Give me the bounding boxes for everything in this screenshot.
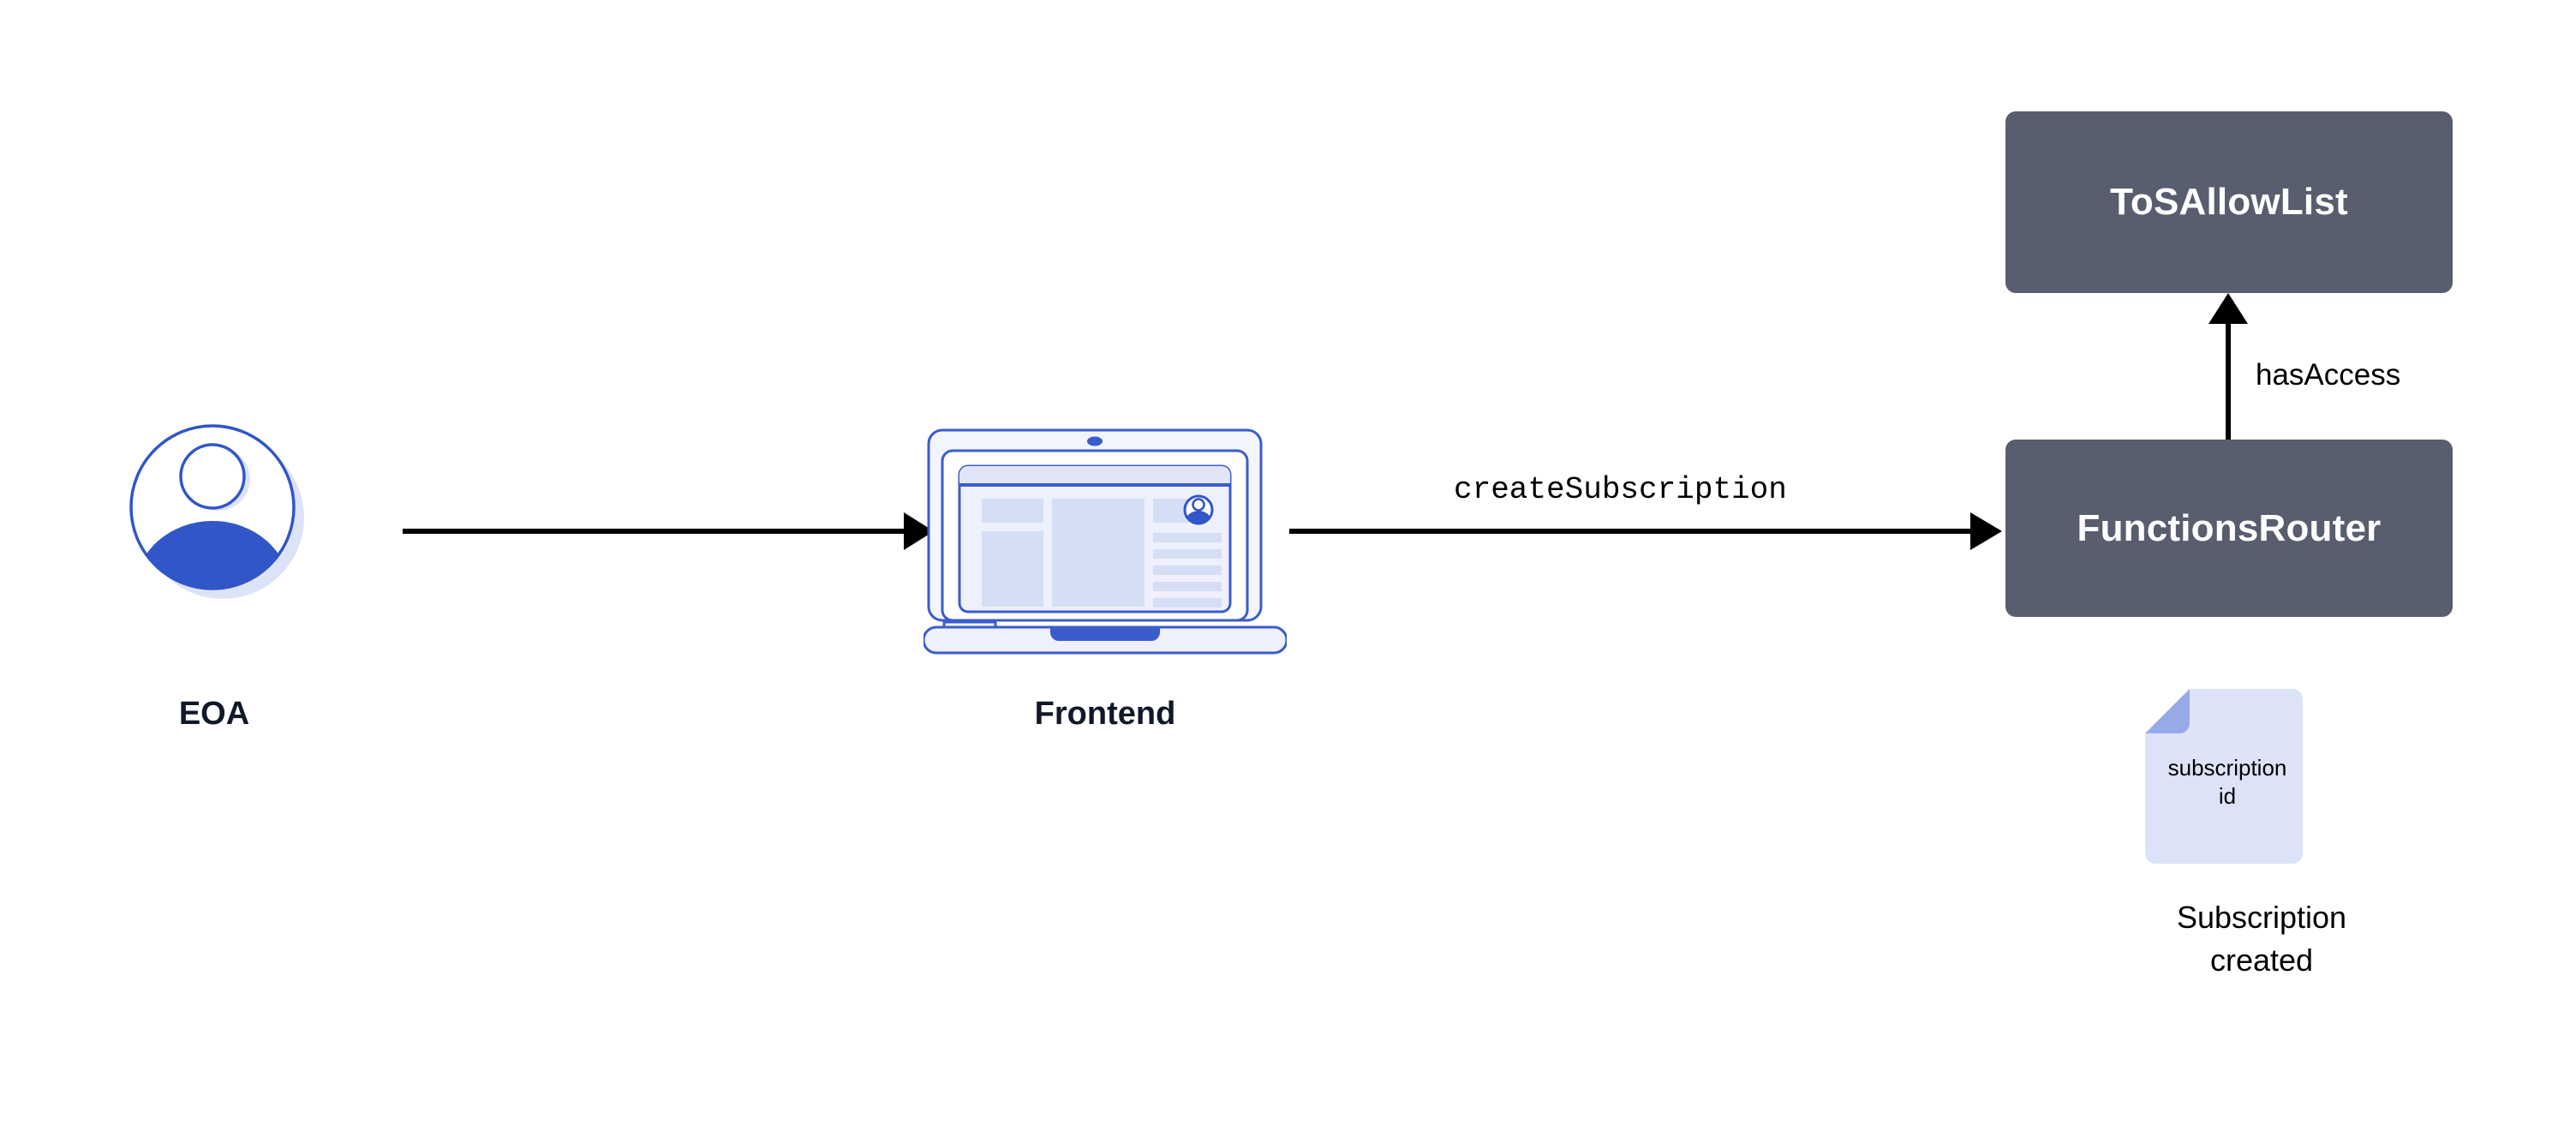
edge-frontend-to-router (1289, 512, 2002, 550)
node-tos-allow-list[interactable]: ToSAllowList (2005, 111, 2453, 293)
edge-label-has-access: hasAccess (2256, 358, 2401, 392)
document-inner-text: subscription id (2142, 754, 2313, 811)
eoa-node (127, 422, 308, 603)
subscription-caption-line-2: created (2209, 942, 2314, 978)
subscription-created-caption: Subscription created (2090, 896, 2433, 982)
functions-router-label: FunctionsRouter (2077, 506, 2382, 549)
document-icon (2145, 689, 2303, 864)
node-functions-router[interactable]: FunctionsRouter (2005, 440, 2453, 617)
frontend-node (922, 427, 1288, 658)
edge-router-to-tos (2208, 293, 2248, 440)
subscription-document-node (2142, 685, 2304, 874)
edge-eoa-to-frontend (403, 512, 934, 550)
document-text-line-2: id (2218, 783, 2237, 809)
laptop-icon (922, 428, 1288, 655)
eoa-label: EOA (178, 696, 250, 732)
edge-label-create-subscription: createSubscription (1454, 472, 1787, 507)
subscription-caption-line-1: Subscription (2176, 900, 2347, 935)
screen-avatar-icon (1183, 494, 1214, 525)
user-avatar-icon (129, 424, 304, 599)
document-text-line-1: subscription (2167, 755, 2287, 781)
frontend-label: Frontend (1034, 696, 1176, 732)
tos-allow-list-label: ToSAllowList (2110, 181, 2348, 223)
